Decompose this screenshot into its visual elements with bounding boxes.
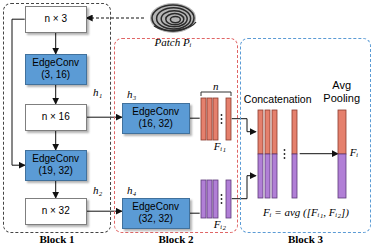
bar-graphic <box>338 110 346 198</box>
bar-graphic <box>200 180 232 218</box>
tensor-box: n × 32 <box>25 198 87 225</box>
block-region: Block 1n × 3EdgeConv (3, 16)n × 16EdgeCo… <box>3 3 111 233</box>
node-text: Block 3 <box>241 233 370 245</box>
connector-arrow <box>55 85 56 104</box>
connector-arrow <box>232 176 256 199</box>
connector-arrow <box>190 213 200 214</box>
feature-bar <box>292 110 297 154</box>
connector-arrow <box>55 33 56 54</box>
feature-bar <box>213 98 218 140</box>
connector-arrow <box>55 181 56 198</box>
fingerprint-ridge <box>157 8 191 29</box>
dimension-bracket <box>201 92 231 96</box>
feature-bar <box>265 110 270 154</box>
connector-arrow <box>232 119 256 132</box>
node-text: Avg Pooling <box>316 79 368 105</box>
fingerprint-patch <box>144 2 202 34</box>
feature-bar <box>338 110 346 154</box>
connector-arrow <box>87 117 122 118</box>
ellipsis-dot <box>220 118 222 120</box>
node-text: Block 1 <box>4 233 110 245</box>
tensor-box: n × 3 <box>25 6 87 33</box>
feature-bar <box>258 110 263 154</box>
node-text: Fᵢ <box>350 146 358 158</box>
edgeconv-box: EdgeConv (19, 32) <box>25 150 87 181</box>
ellipsis-dot <box>220 202 222 204</box>
node-text: Patch Pᵢ <box>144 36 202 48</box>
feature-label: h₁ <box>92 86 103 98</box>
connector-arrow <box>87 18 144 19</box>
tensor-box: n × 16 <box>25 104 87 131</box>
node-text: Fᵢ₂ <box>214 218 226 230</box>
block-region: Block 2EdgeConv (16, 32)nFᵢ₁EdgeConv (32… <box>114 38 238 233</box>
feature-bar <box>213 180 218 218</box>
feature-bar <box>292 154 297 198</box>
feature-bar <box>226 180 231 218</box>
ellipsis-dot <box>220 114 222 116</box>
feature-bar <box>207 180 212 218</box>
feature-bar <box>258 154 263 198</box>
node-text: EdgeConv (19, 32) <box>30 153 82 177</box>
feature-bar <box>272 110 277 154</box>
node-text: EdgeConv (3, 16) <box>30 57 82 81</box>
connector-arrow <box>87 211 122 212</box>
feature-bars: Fᵢ₂ <box>200 180 232 218</box>
edgeconv-box: EdgeConv (32, 32) <box>122 198 190 229</box>
node-text: Fᵢ₁ <box>214 140 226 152</box>
edgeconv-box: EdgeConv (16, 32) <box>122 103 190 134</box>
edgeconv-box: EdgeConv (3, 16) <box>25 54 87 85</box>
fingerprint-ridge <box>161 11 187 27</box>
feature-bar <box>201 98 206 140</box>
pooled-bar: Avg PoolingFᵢ <box>338 110 346 198</box>
node-text: n × 16 <box>42 111 70 123</box>
node-text: EdgeConv (32, 32) <box>127 201 185 225</box>
feature-bar <box>226 98 231 140</box>
fingerprint-ridge <box>154 22 196 31</box>
ellipsis-dot <box>283 157 285 159</box>
connector-arrow <box>190 118 200 119</box>
feature-bar <box>272 154 277 198</box>
fingerprint-ridge <box>166 14 184 25</box>
formula-label: Fᵢ = avg ([Fᵢ₁, Fᵢ₂]) <box>244 206 368 218</box>
bar-graphic <box>200 98 232 140</box>
connector-arrow <box>300 153 338 154</box>
feature-label: h₂ <box>92 184 103 196</box>
connector-arrow <box>12 19 25 165</box>
fingerprint-ground <box>150 3 196 33</box>
concatenated-bars: Concatenation <box>256 110 300 198</box>
node-text: Concatenation <box>236 93 320 105</box>
bar-graphic <box>256 110 300 198</box>
feature-bar <box>338 154 346 198</box>
ellipsis-dot <box>283 149 285 151</box>
node-text: EdgeConv (16, 32) <box>127 106 185 130</box>
connector-arrow <box>55 131 56 150</box>
fingerprint-ridge <box>170 17 180 23</box>
feature-label: h₄ <box>126 184 137 196</box>
feature-bar <box>201 180 206 218</box>
node-text: n <box>200 80 232 92</box>
patch-image: Patch Pᵢ <box>144 2 202 52</box>
feature-bar <box>207 98 212 140</box>
node-text: n × 32 <box>42 205 70 217</box>
feature-bar <box>265 154 270 198</box>
feature-label: h₃ <box>126 88 137 100</box>
ellipsis-dot <box>220 198 222 200</box>
feature-bars: nFᵢ₁ <box>200 98 232 140</box>
ellipsis-dot <box>283 153 285 155</box>
node-text: n × 3 <box>44 13 67 25</box>
node-text: Block 2 <box>115 233 237 245</box>
block-region: Block 3ConcatenationAvg PoolingFᵢ <box>240 38 371 233</box>
ellipsis-dot <box>220 122 222 124</box>
ellipsis-dot <box>220 194 222 196</box>
